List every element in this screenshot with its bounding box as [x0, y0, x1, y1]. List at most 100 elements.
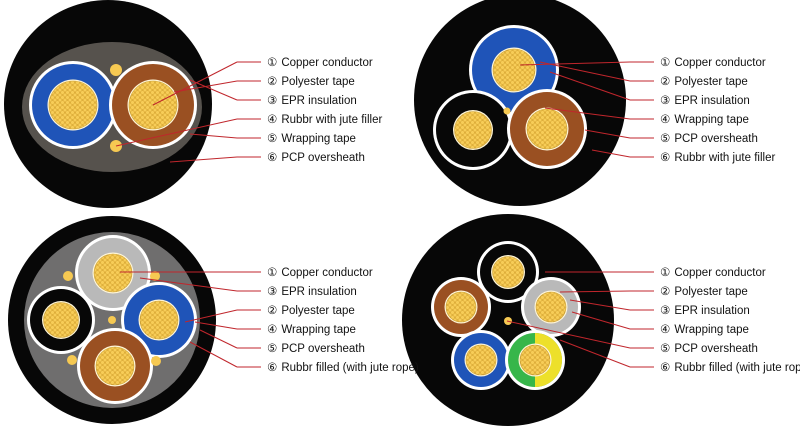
jute-rope-dot: [63, 271, 73, 281]
callout-number: ⑤: [267, 343, 277, 355]
leader-line: [571, 311, 631, 330]
callout-text: Rubbr with jute filler: [281, 114, 382, 126]
callout-label: ⑥ PCP oversheath: [267, 152, 365, 164]
callout-label: ⑤ PCP oversheath: [267, 343, 365, 355]
core-blue-4: [451, 330, 511, 390]
copper-conductor: [93, 253, 133, 293]
leader-line: [184, 309, 238, 323]
copper-conductor: [492, 48, 536, 92]
callout-number: ①: [660, 267, 670, 279]
leader-line: [189, 341, 238, 368]
callout-label: ⑤ Wrapping tape: [267, 133, 356, 145]
leader-line: [194, 321, 238, 330]
callout-number: ①: [267, 57, 277, 69]
callout-text: Copper conductor: [281, 57, 373, 69]
callout-number: ②: [660, 286, 670, 298]
callout-text: Wrapping tape: [281, 324, 356, 336]
leader-line: [559, 290, 631, 293]
cable-diagram-1: [4, 0, 212, 208]
core-gray-3: [75, 235, 151, 311]
jute-rope-dot: [67, 355, 77, 365]
callout-number: ⑥: [267, 362, 277, 374]
leader-line: [584, 129, 631, 139]
core-gray-4: [521, 277, 581, 337]
copper-conductor: [465, 344, 497, 376]
leader-line: [549, 71, 631, 101]
callout-number: ③: [267, 286, 277, 298]
callout-number: ⑥: [660, 362, 670, 374]
callout-number: ③: [267, 95, 277, 107]
leader-line: [569, 299, 631, 311]
callout-text: Wrapping tape: [674, 324, 749, 336]
callout-number: ③: [660, 305, 670, 317]
leader-line: [199, 329, 238, 349]
callout-number: ②: [660, 76, 670, 88]
copper-conductor: [526, 108, 568, 150]
callout-number: ④: [267, 114, 277, 126]
callout-text: Polyester tape: [281, 76, 355, 88]
callout-number: ①: [267, 267, 277, 279]
leader-line: [189, 79, 238, 101]
core-blue-1: [29, 61, 117, 149]
jute-rope-dot: [108, 316, 116, 324]
jute-rope-dot: [503, 107, 511, 115]
copper-conductor: [43, 302, 79, 338]
callout-text: Polyester tape: [674, 76, 748, 88]
callout-text: PCP oversheath: [281, 152, 365, 164]
copper-conductor: [445, 291, 477, 323]
core-brown-4: [431, 277, 491, 337]
copper-conductor: [535, 291, 567, 323]
callout-text: Polyester tape: [674, 286, 748, 298]
leader-line: [169, 156, 238, 163]
leader-line: [506, 320, 631, 349]
callout-text: Polyester tape: [281, 305, 355, 317]
core-blue-3: [121, 282, 197, 358]
callout-text: PCP oversheath: [674, 343, 758, 355]
cable-diagram-4: [402, 214, 614, 426]
callout-label: ② Polyester tape: [660, 286, 748, 298]
leader-line: [115, 118, 238, 147]
callout-text: Rubbr with jute filler: [674, 152, 775, 164]
jute-rope-dot: [110, 64, 122, 76]
callout-label: ① Copper conductor: [267, 57, 373, 69]
copper-conductor: [139, 300, 179, 340]
leader-line: [519, 61, 631, 66]
callout-label: ④ Rubbr with jute filler: [267, 114, 382, 126]
cable-diagram-3: [8, 216, 216, 424]
callout-text: EPR insulation: [281, 95, 356, 107]
leader-line: [189, 133, 238, 139]
leader-line: [152, 61, 238, 106]
cable-diagram-2: [414, 0, 626, 206]
callout-text: Copper conductor: [674, 57, 766, 69]
leader-line: [559, 339, 631, 368]
callout-text: Copper conductor: [281, 267, 373, 279]
core-brown-2: [507, 89, 587, 169]
callout-number: ⑥: [267, 152, 277, 164]
callout-text: Wrapping tape: [674, 114, 749, 126]
callout-number: ⑤: [267, 133, 277, 145]
copper-conductor: [454, 111, 492, 149]
callout-number: ④: [660, 324, 670, 336]
callout-text: PCP oversheath: [281, 343, 365, 355]
callout-number: ⑤: [660, 133, 670, 145]
callout-text: EPR insulation: [674, 95, 749, 107]
callout-number: ⑤: [660, 343, 670, 355]
jute-rope-dot: [151, 356, 161, 366]
core-brown-3: [77, 328, 153, 404]
callout-label: ⑤ PCP oversheath: [660, 343, 758, 355]
copper-conductor: [519, 344, 551, 376]
jute-rope-dot: [150, 271, 160, 281]
callout-text: Wrapping tape: [281, 133, 356, 145]
